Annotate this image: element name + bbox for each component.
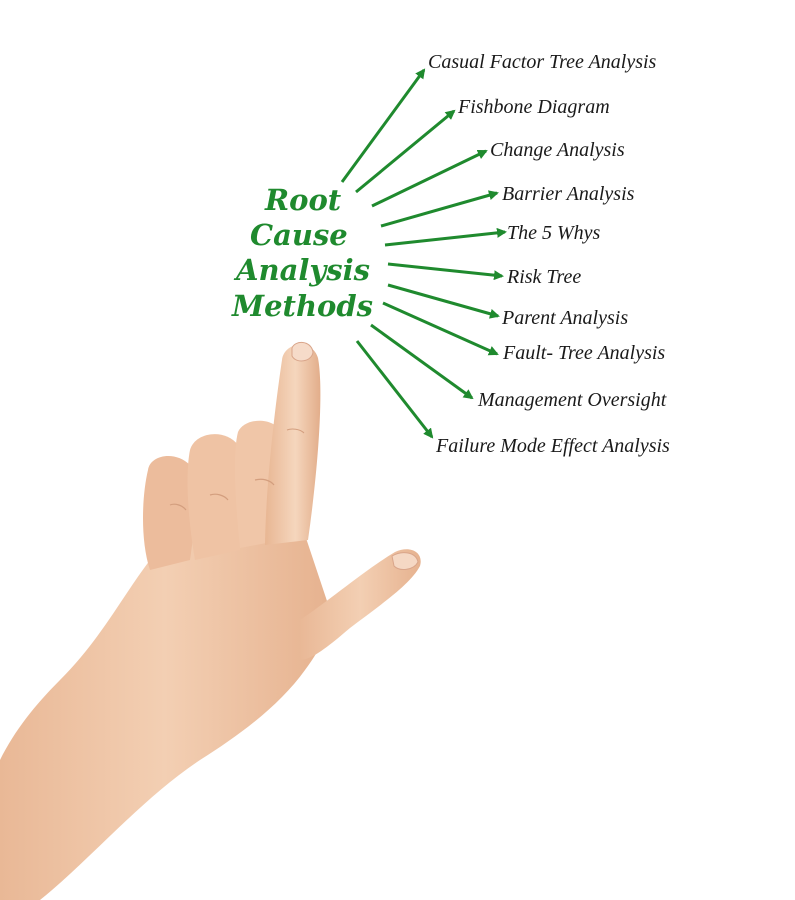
method-label: Failure Mode Effect Analysis <box>436 435 670 457</box>
arrow <box>382 301 499 356</box>
arrow <box>370 323 474 400</box>
method-label: Management Oversight <box>478 389 667 411</box>
method-label: Parent Analysis <box>502 307 629 329</box>
title-line-2: Cause <box>250 218 348 252</box>
arrow <box>387 262 504 281</box>
arrow <box>355 109 456 194</box>
arrow <box>380 190 499 228</box>
arrow <box>340 68 426 183</box>
arrow <box>387 283 500 319</box>
method-label: Casual Factor Tree Analysis <box>428 51 657 73</box>
arrow <box>355 340 434 439</box>
title-line-1: Root <box>265 183 342 217</box>
method-label: Fishbone Diagram <box>458 96 610 118</box>
title-line-3: Analysis <box>236 253 370 287</box>
method-label: Change Analysis <box>490 139 625 161</box>
method-label: Risk Tree <box>507 266 582 288</box>
arrow <box>384 227 507 247</box>
title-line-4: Methods <box>232 289 373 323</box>
method-label: Fault- Tree Analysis <box>503 342 666 364</box>
method-label: Barrier Analysis <box>502 183 635 205</box>
method-label: The 5 Whys <box>507 222 601 244</box>
arrow <box>371 149 488 208</box>
